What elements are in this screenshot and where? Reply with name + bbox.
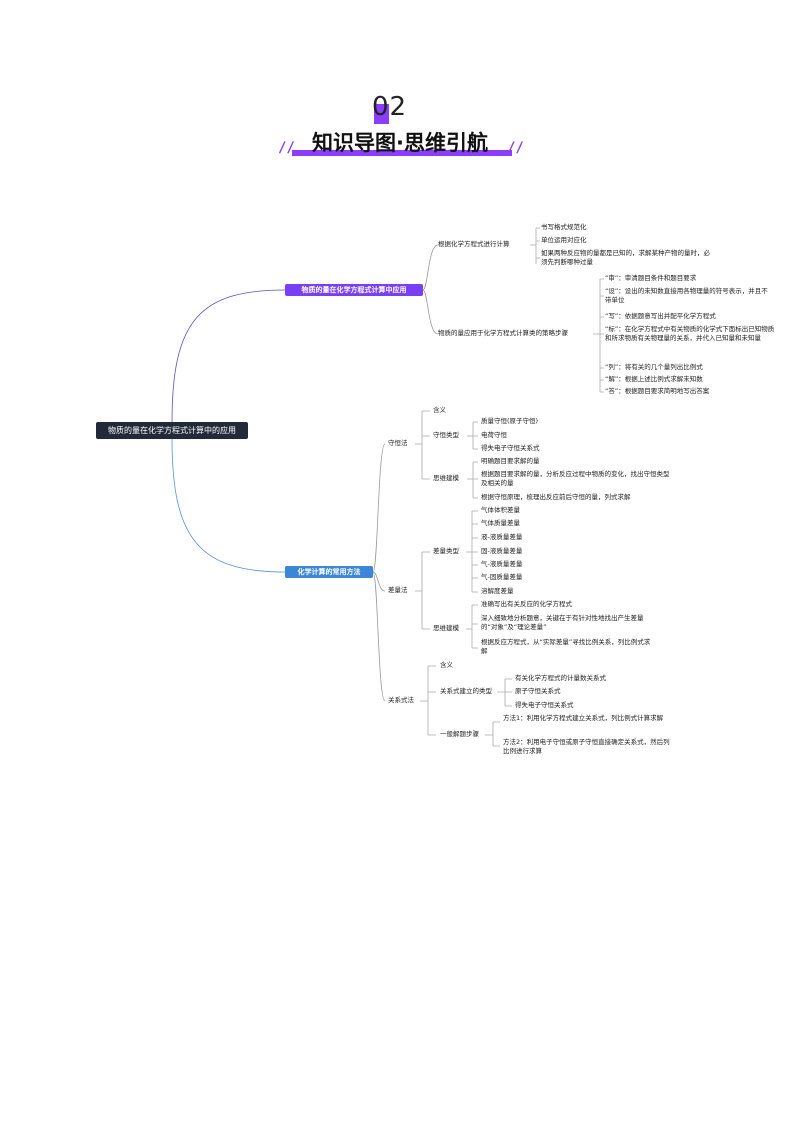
link-root-branch1 xyxy=(171,289,286,423)
section-number: 02 xyxy=(372,92,408,122)
shouheng-siwei: 思维建模 xyxy=(433,474,459,482)
b1-sub2-step: “设”：设出的未知数直接用各物理量的符号表示，并且不带单位 xyxy=(605,287,768,304)
chaliang-leixing-item: 气-固质量差量 xyxy=(481,573,523,581)
link-gx-leixing-items xyxy=(497,678,512,707)
b1-sub1-item: 单位运用对应化 xyxy=(541,236,587,244)
link-b2-guanxi xyxy=(372,571,386,702)
link-cl-leixing-items xyxy=(466,510,478,593)
b1-sub2-step: “审”：审清题目条件和题目要求 xyxy=(605,274,697,282)
shouheng-siwei-item: 根据守恒原理，梳理出反应前后守恒的量，列式求解 xyxy=(481,493,631,501)
branch1-node: 物质的量在化学方程式计算中应用 xyxy=(285,284,423,296)
chaliang-leixing-item: 气-液质量差量 xyxy=(481,560,523,568)
guanxi-leixing-item: 有关化学方程式的计量数关系式 xyxy=(515,674,606,682)
link-guanxi-children xyxy=(420,665,436,736)
method-guanxi: 关系式法 xyxy=(388,696,414,704)
link-shouheng-children xyxy=(415,410,430,480)
guanxi-hanyi: 含义 xyxy=(440,661,453,669)
guanxi-leixing-item: 原子守恒关系式 xyxy=(515,687,561,695)
guanxi-buzhou-item: 方法2：利用电子守恒或原子守恒直接确定关系式，然后列比例进行求算 xyxy=(503,738,670,755)
link-b1-sub2 xyxy=(422,289,439,335)
shouheng-siwei-item: 根据题目要求解的量，分析反应过程中物质的变化，找出守恒类型及相关的量 xyxy=(481,470,670,487)
link-root-branch2 xyxy=(171,438,286,573)
chaliang-leixing-item: 气体体积差量 xyxy=(481,506,520,514)
chaliang-leixing-item: 溶解度差量 xyxy=(481,587,514,595)
b1-sub2-step: “列”：将有关的几个量列出比例式 xyxy=(605,363,703,371)
chaliang-leixing-item: 气体质量差量 xyxy=(481,519,520,527)
link-sh-leixing-items xyxy=(467,421,478,450)
title-underline xyxy=(292,150,512,156)
chaliang-siwei: 思维建模 xyxy=(433,624,459,632)
chaliang-siwei-item: 准确写出有关反应的化学方程式 xyxy=(481,600,572,608)
b1-sub2-step: “答”：根据题目要求简明地写出答案 xyxy=(605,387,710,395)
guanxi-leixing: 关系式建立的类型 xyxy=(440,687,492,695)
link-b2-chaliang xyxy=(372,571,386,592)
link-gx-buzhou-items xyxy=(485,721,500,747)
shouheng-hanyi: 含义 xyxy=(433,406,446,414)
guanxi-leixing-item: 得失电子守恒关系式 xyxy=(515,701,574,709)
chaliang-siwei-item: 深入细致地分析题意，关键在于有针对性地找出产生差量的“对象”及“理论差量” xyxy=(481,614,644,631)
b1-sub2-node: 物质的量应用于化学方程式计算类的策略步骤 xyxy=(438,329,568,337)
method-shouheng: 守恒法 xyxy=(388,439,408,447)
link-cl-siwei-items xyxy=(466,604,478,649)
b1-sub1-item: 书写格式规范化 xyxy=(541,223,587,231)
link-chaliang-children xyxy=(415,551,430,630)
b1-sub1-node: 根据化学方程式进行计算 xyxy=(438,240,510,248)
link-b2-shouheng xyxy=(372,443,386,573)
title-slash-left-icon: // xyxy=(278,140,295,156)
title-slash-right-icon: // xyxy=(507,140,524,156)
chaliang-siwei-item: 根据反应方程式，从“实际差量”寻找比例关系，列比例式求解 xyxy=(481,638,651,655)
root-node: 物质的量在化学方程式计算中的应用 xyxy=(96,422,248,439)
shouheng-leixing-item: 质量守恒(原子守恒) xyxy=(481,417,539,425)
method-chaliang: 差量法 xyxy=(388,586,408,594)
b1-sub2-step: “写”：依据题意写出并配平化学方程式 xyxy=(605,312,716,320)
chaliang-leixing-item: 液-液质量差量 xyxy=(481,533,523,541)
section-title: 知识导图·思维引航 xyxy=(312,131,488,155)
shouheng-leixing-item: 电荷守恒 xyxy=(481,431,507,439)
shouheng-leixing-item: 得失电子守恒关系式 xyxy=(481,444,540,452)
branch2-node: 化学计算的常用方法 xyxy=(285,566,373,578)
link-b1-sub1 xyxy=(422,244,439,291)
guanxi-buzhou: 一般解题步骤 xyxy=(440,730,479,738)
link-sub2-items xyxy=(593,278,604,393)
chaliang-leixing-item: 固-液质量差量 xyxy=(481,547,523,555)
guanxi-buzhou-item: 方法1：利用化学方程式建立关系式，列比例式计算求解 xyxy=(503,714,664,722)
section-number-highlight xyxy=(374,104,389,124)
b1-sub1-item: 如果两种反应物的量都是已知的，求解某种产物的量时，必须先判断哪种过量 xyxy=(541,249,710,266)
link-sh-siwei-items xyxy=(467,461,478,499)
shouheng-siwei-item: 明确题目要求解的量 xyxy=(481,457,540,465)
b1-sub2-step: “解”：根据上述比例式求解未知数 xyxy=(605,375,703,383)
shouheng-leixing: 守恒类型 xyxy=(433,431,459,439)
link-sub1-items xyxy=(530,227,540,264)
chaliang-leixing: 差量类型 xyxy=(433,547,459,555)
b1-sub2-step: “标”：在化学方程式中有关物质的化学式下面标出已知物质和所求物质有关物理量的关系… xyxy=(605,325,775,342)
